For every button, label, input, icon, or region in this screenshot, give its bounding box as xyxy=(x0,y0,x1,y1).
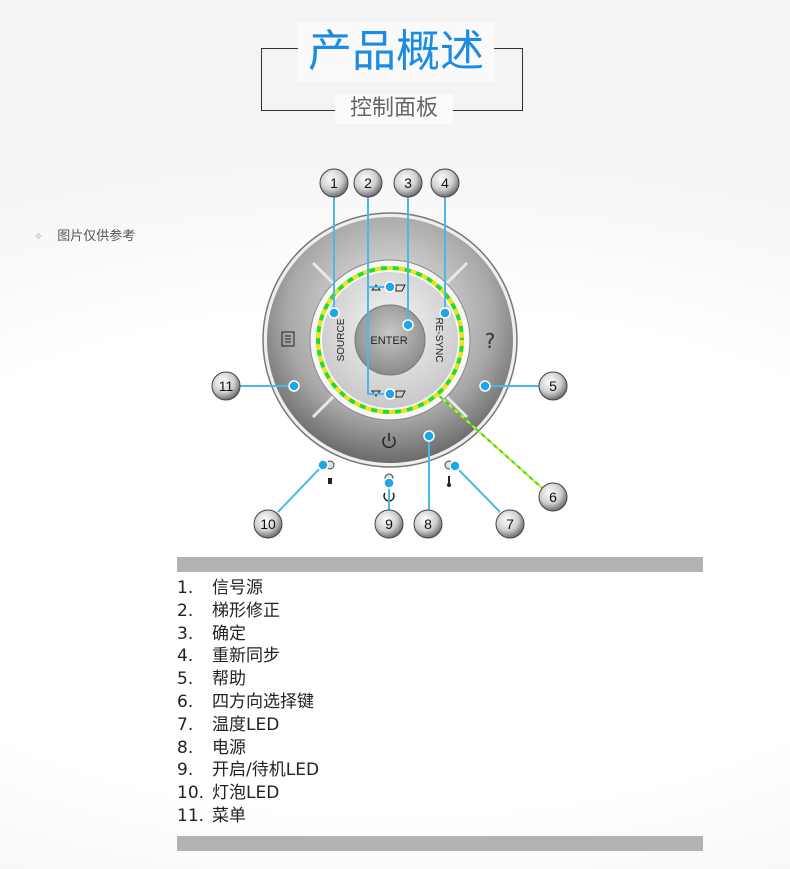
list-item: 4.重新同步 xyxy=(177,646,280,667)
list-item: 11.菜单 xyxy=(177,805,246,826)
svg-text:2: 2 xyxy=(364,175,372,191)
menu-icon[interactable] xyxy=(281,331,295,347)
callout-2: 2 xyxy=(353,168,383,198)
callout-8: 8 xyxy=(413,509,443,539)
enter-label: ENTER xyxy=(370,335,407,347)
svg-text:6: 6 xyxy=(549,489,557,505)
callout-10: 10 xyxy=(253,509,283,539)
svg-text:7: 7 xyxy=(506,516,514,532)
list-item: 1.信号源 xyxy=(177,578,263,598)
list-item: 10.灯泡LED xyxy=(177,783,280,804)
diamond-dots-icon: ✧ xyxy=(34,230,44,243)
leader-dots xyxy=(288,281,491,489)
list-item: 2.梯形修正 xyxy=(177,600,280,621)
callout-4: 4 xyxy=(430,168,460,198)
svg-text:5: 5 xyxy=(549,378,557,394)
svg-text:8: 8 xyxy=(424,516,432,532)
list-item: 8.电源 xyxy=(177,737,246,758)
callout-5: 5 xyxy=(538,371,568,401)
leader-lines xyxy=(240,197,539,513)
list-item: 3.确定 xyxy=(177,623,246,644)
svg-text:10: 10 xyxy=(260,516,276,532)
help-icon[interactable]: ? xyxy=(485,329,496,353)
reference-note: ✧ 图片仅供参考 xyxy=(34,225,135,244)
callout-6: 6 xyxy=(538,482,568,512)
divider-top xyxy=(177,557,703,572)
page-subtitle: 控制面板 xyxy=(335,94,453,124)
svg-text:4: 4 xyxy=(441,175,449,191)
page-title: 产品概述 xyxy=(298,22,494,82)
callout-9: 9 xyxy=(374,509,404,539)
reference-note-text: 图片仅供参考 xyxy=(57,229,136,244)
svg-text:11: 11 xyxy=(219,378,234,394)
svg-text:9: 9 xyxy=(385,516,393,532)
callout-3: 3 xyxy=(393,168,423,198)
list-item: 7.温度LED xyxy=(177,714,280,735)
divider-bottom xyxy=(177,836,703,851)
callout-11: 11 xyxy=(211,371,241,401)
list-item: 6.四方向选择键 xyxy=(177,691,314,712)
callout-7: 7 xyxy=(495,509,525,539)
callout-1: 1 xyxy=(319,168,349,198)
svg-text:1: 1 xyxy=(330,175,338,191)
list-item: 5.帮助 xyxy=(177,669,246,690)
list-item: 9.开启/待机LED xyxy=(177,760,320,781)
legend-list: 1.信号源 2.梯形修正 3.确定 4.重新同步 5.帮助 6.四方向选择键 7… xyxy=(177,577,319,828)
source-label: SOURCE xyxy=(336,318,347,361)
resync-label: RE-SYNC xyxy=(433,317,444,362)
power-icon[interactable] xyxy=(382,433,396,449)
svg-text:3: 3 xyxy=(404,175,412,191)
